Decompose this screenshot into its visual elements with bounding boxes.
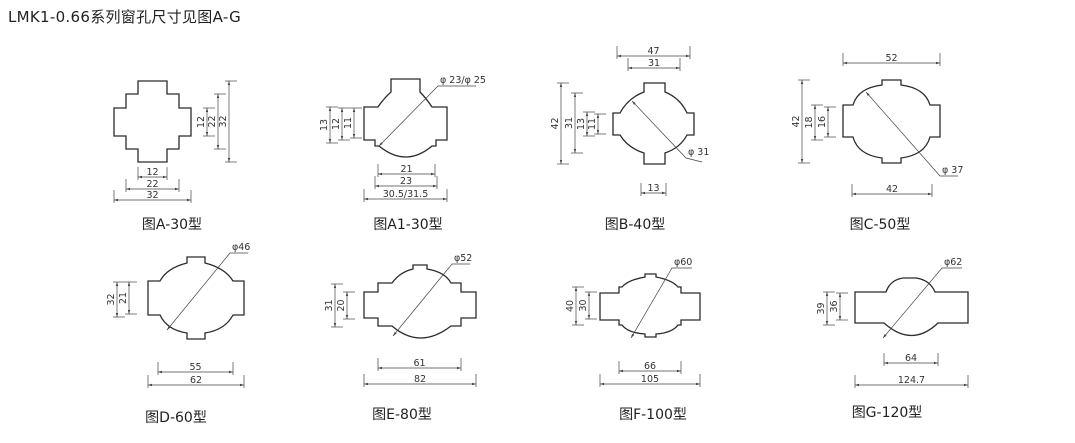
vertical-dimension-label: 42 <box>791 115 802 127</box>
figure-caption: 图B-40型 <box>605 217 665 233</box>
horizontal-dimension-label: 47 <box>647 46 659 57</box>
vertical-dimension-label: 39 <box>816 302 827 314</box>
diameter-label: φ60 <box>674 257 692 268</box>
horizontal-dimension-label: 12 <box>146 167 158 178</box>
vertical-dimension-label: 21 <box>118 292 129 304</box>
horizontal-dimension-label: 66 <box>644 361 656 372</box>
horizontal-dimension-label: 22 <box>146 179 158 190</box>
vertical-dimension-label: 13 <box>319 119 330 131</box>
diameter-label: φ 23/φ 25 <box>440 75 486 86</box>
horizontal-dimension-label: 13 <box>647 183 659 194</box>
diameter-label: φ62 <box>944 257 962 268</box>
figure-caption: 图G-120型 <box>852 405 923 421</box>
figure-caption: 图D-60型 <box>145 410 207 426</box>
horizontal-dimension-label: 42 <box>886 184 898 195</box>
window-hole-outline <box>113 80 192 163</box>
vertical-dimension-label: 40 <box>565 300 576 312</box>
horizontal-dimension-label: 52 <box>885 53 897 64</box>
diameter-leader-line <box>882 267 962 339</box>
window-hole-outline <box>363 264 477 339</box>
window-hole-outline <box>363 78 448 158</box>
vertical-dimension-label: 13 <box>576 118 587 130</box>
horizontal-dimension-label: 105 <box>641 374 659 385</box>
diameter-leader-line <box>166 252 248 331</box>
figure-caption: 图F-100型 <box>619 407 687 423</box>
window-hole-outline <box>599 273 701 338</box>
vertical-dimension-label: 16 <box>817 116 828 128</box>
window-hole-outline <box>854 277 969 336</box>
diameter-leader-line <box>392 263 470 337</box>
vertical-dimension-label: 22 <box>207 115 218 127</box>
horizontal-dimension-label: 64 <box>905 353 917 364</box>
vertical-dimension-label: 18 <box>804 116 815 128</box>
diameter-leader-line <box>630 267 692 339</box>
window-hole-outline <box>842 79 941 164</box>
vertical-dimension-label: 31 <box>564 117 575 129</box>
window-hole-outline <box>612 82 695 165</box>
horizontal-dimension-label: 62 <box>190 375 202 386</box>
vertical-dimension-label: 32 <box>106 293 117 305</box>
vertical-dimension-label: 42 <box>550 117 561 129</box>
page-title: LMK1-0.66系列窗孔尺寸见图A-G <box>8 8 242 26</box>
diameter-label: φ52 <box>454 253 472 264</box>
vertical-dimension-label: 20 <box>336 299 347 311</box>
diameter-label: φ 31 <box>688 147 709 158</box>
vertical-dimension-label: 31 <box>324 299 335 311</box>
figure-caption: 图E-80型 <box>372 407 432 423</box>
diameter-leader-line <box>378 85 476 147</box>
vertical-dimension-label: 12 <box>331 118 342 130</box>
horizontal-dimension-label: 21 <box>400 164 412 175</box>
figure-caption: 图C-50型 <box>850 217 911 233</box>
horizontal-dimension-label: 23 <box>400 176 412 187</box>
horizontal-dimension-label: 55 <box>189 362 201 373</box>
diameter-leader-line <box>631 100 703 163</box>
horizontal-dimension-label: 32 <box>146 190 158 201</box>
horizontal-dimension-label: 82 <box>414 374 426 385</box>
figure-caption: 图A-30型 <box>142 217 202 233</box>
vertical-dimension-label: 36 <box>829 300 840 312</box>
diameter-leader-line <box>865 91 958 177</box>
vertical-dimension-label: 32 <box>218 115 229 127</box>
horizontal-dimension-label: 30.5/31.5 <box>383 189 429 200</box>
vertical-dimension-label: 12 <box>196 116 207 128</box>
diameter-label: φ 37 <box>942 165 963 176</box>
figure-caption: 图A1-30型 <box>373 217 442 233</box>
vertical-dimension-label: 11 <box>587 118 598 130</box>
horizontal-dimension-label: 124.7 <box>898 375 925 386</box>
horizontal-dimension-label: 61 <box>413 358 425 369</box>
diameter-label: φ46 <box>232 242 250 253</box>
window-hole-outline <box>147 256 245 340</box>
vertical-dimension-label: 30 <box>578 299 589 311</box>
vertical-dimension-label: 11 <box>343 117 354 129</box>
horizontal-dimension-label: 31 <box>648 58 660 69</box>
